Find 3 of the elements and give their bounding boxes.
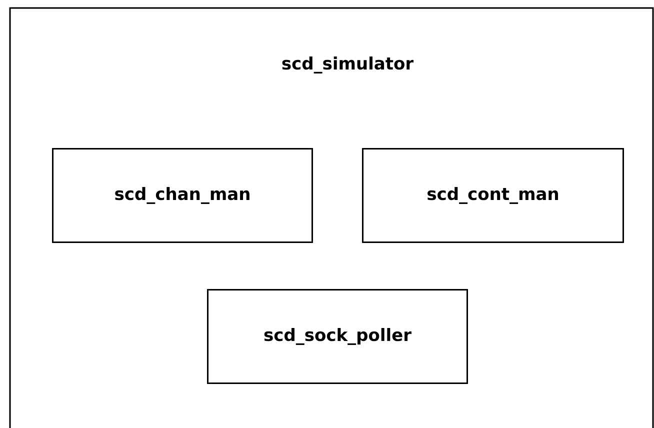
component-box: scd_cont_man	[362, 148, 624, 243]
component-box: scd_sock_poller	[207, 288, 468, 384]
component-box: scd_chan_man	[52, 148, 313, 243]
